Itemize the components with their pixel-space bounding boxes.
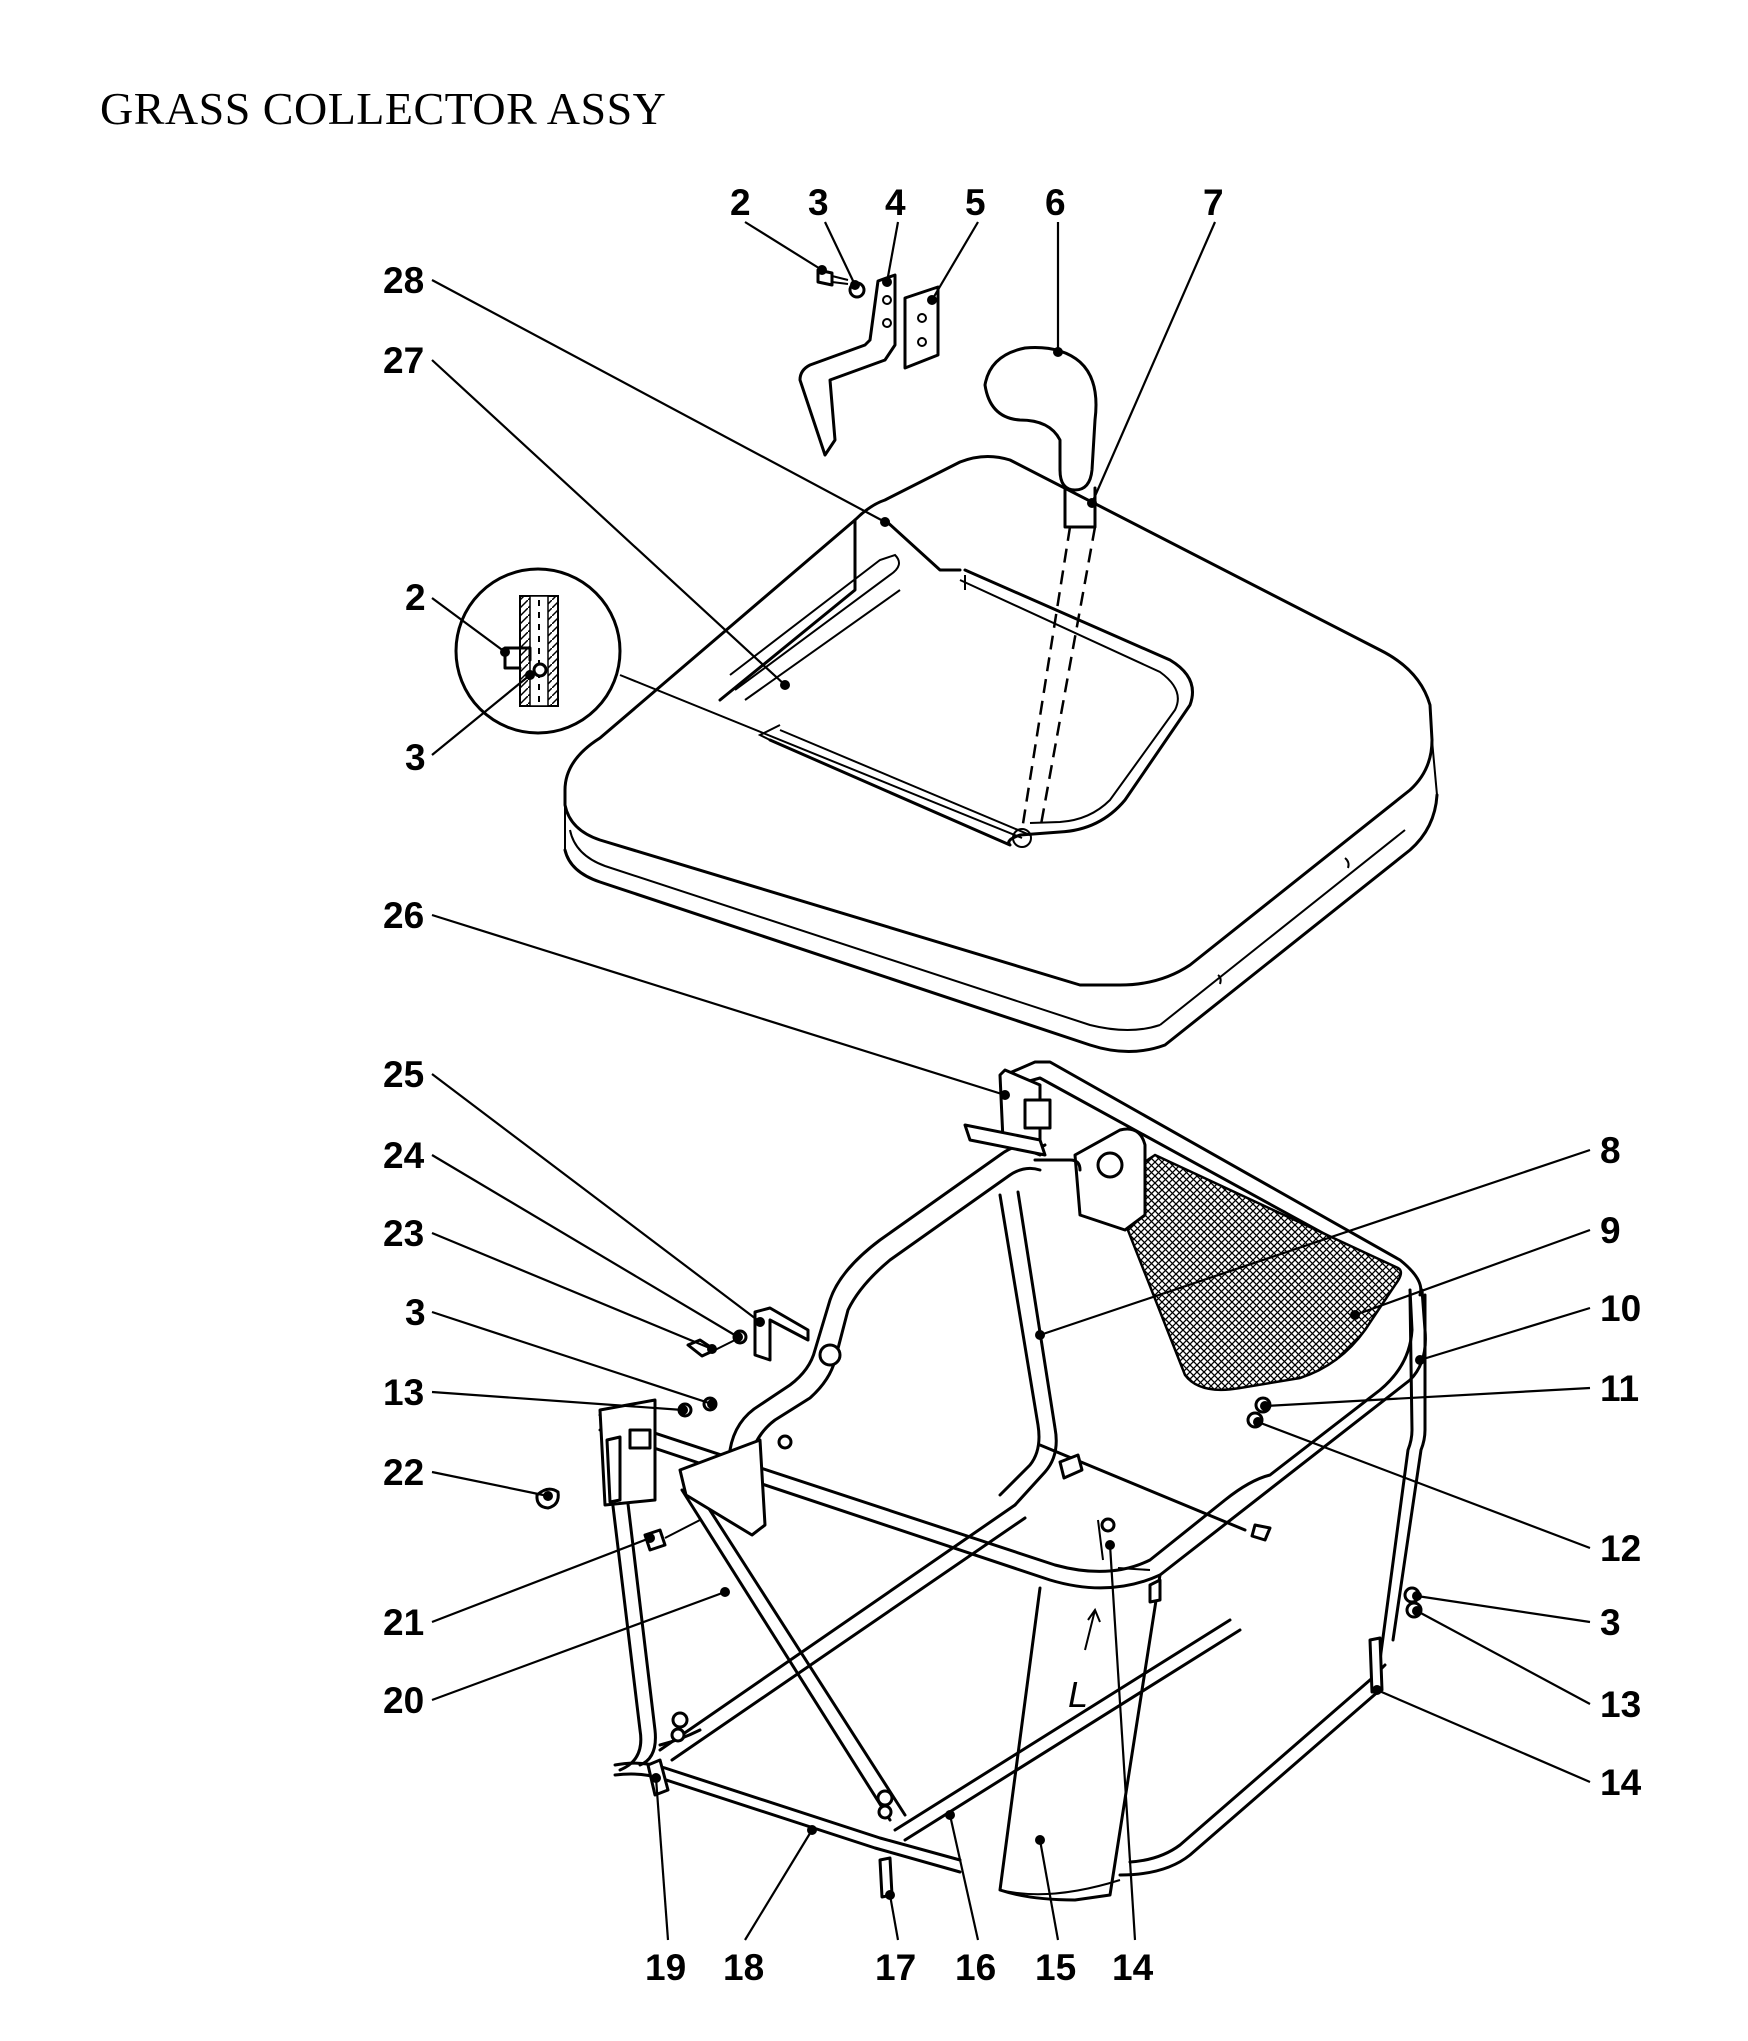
callout-3-right: 3 [1600, 1602, 1621, 1643]
hinge-bracket [798, 273, 897, 457]
callout-8: 8 [1600, 1130, 1621, 1171]
callout-13-left: 13 [383, 1372, 424, 1413]
callout-26: 26 [383, 895, 424, 936]
fasteners [535, 1329, 1423, 1899]
callout-19: 19 [645, 1947, 686, 1988]
callout-6: 6 [1045, 182, 1066, 223]
callout-23: 23 [383, 1213, 424, 1254]
rear-left-bracket [753, 1306, 842, 1367]
handle-grip [983, 346, 1098, 529]
callout-12: 12 [1600, 1528, 1641, 1569]
leader-dots [500, 265, 1425, 1900]
callout-2: 2 [730, 182, 751, 223]
callout-3-left: 3 [405, 1292, 426, 1333]
bag-back-panel [998, 1573, 1162, 1902]
callout-27: 27 [383, 340, 424, 381]
left-bracket-plate [598, 1398, 657, 1507]
callout-17: 17 [875, 1947, 916, 1988]
bag-frame [598, 1060, 1427, 1877]
callout-22: 22 [383, 1452, 424, 1493]
callout-14-right: 14 [1600, 1762, 1642, 1803]
callout-labels: 2 3 4 5 6 7 28 27 2 3 26 25 24 23 3 13 2… [383, 182, 1642, 1988]
callout-14-bottom: 14 [1112, 1947, 1154, 1988]
hinge-block [963, 1068, 1147, 1232]
callout-2-detail: 2 [405, 577, 426, 618]
callout-15: 15 [1035, 1947, 1076, 1988]
callout-20: 20 [383, 1680, 424, 1721]
callout-13-right: 13 [1600, 1684, 1641, 1725]
leader-lines [431, 221, 1591, 1941]
mesh-panel [1118, 1153, 1403, 1392]
callout-3: 3 [808, 182, 829, 223]
diagram-title: GRASS COLLECTOR ASSY [100, 83, 667, 134]
callout-21: 21 [383, 1602, 424, 1643]
callout-5: 5 [965, 182, 986, 223]
callout-4: 4 [885, 182, 906, 223]
callout-10: 10 [1600, 1288, 1641, 1329]
callout-28: 28 [383, 260, 424, 301]
hinge-plate [903, 285, 940, 370]
callout-24: 24 [383, 1135, 425, 1176]
callout-25: 25 [383, 1054, 424, 1095]
flow-arrow-letter: L [1068, 1674, 1088, 1715]
callout-9: 9 [1600, 1210, 1621, 1251]
callout-7: 7 [1203, 182, 1224, 223]
callout-3-detail: 3 [405, 737, 426, 778]
lid [563, 455, 1439, 1053]
flow-arrow-mark: L [1068, 1607, 1101, 1715]
callout-16: 16 [955, 1947, 996, 1988]
detail-magnifier [454, 567, 622, 735]
callout-18: 18 [723, 1947, 764, 1988]
callout-11: 11 [1600, 1368, 1639, 1409]
